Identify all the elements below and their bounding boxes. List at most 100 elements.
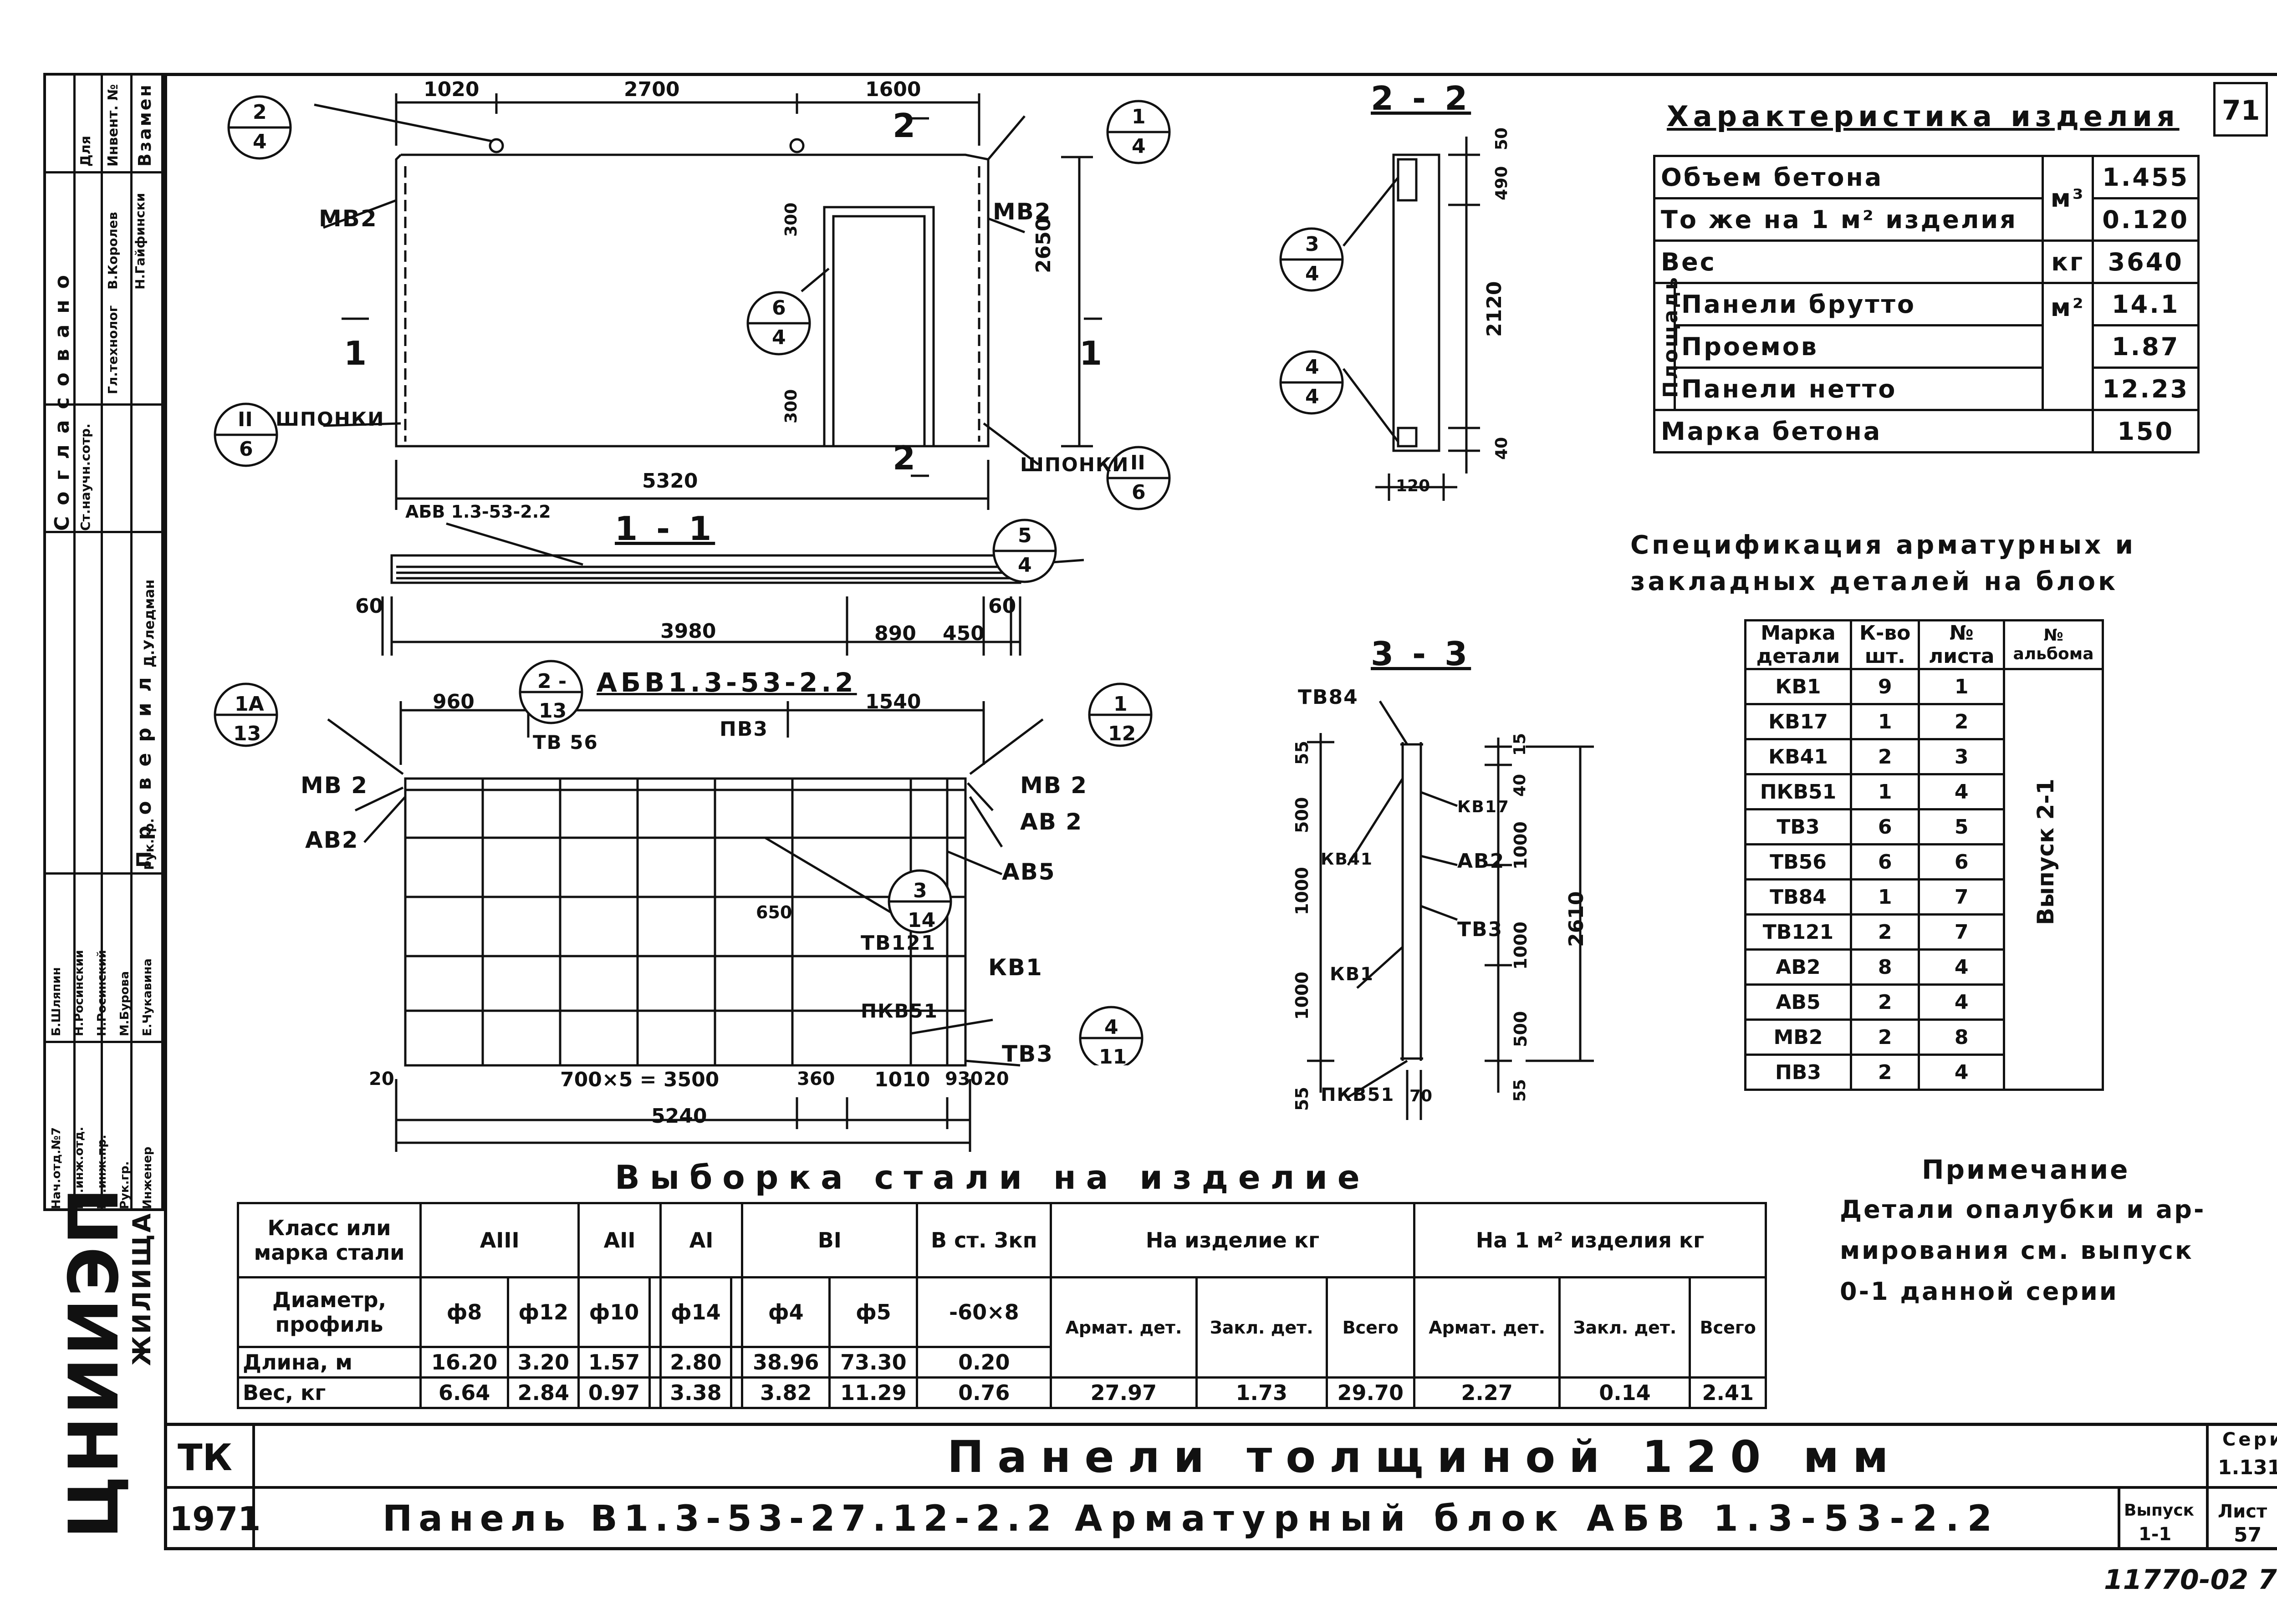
panel-elevation-drawing	[214, 93, 1102, 510]
steel-diam: ф10	[577, 1276, 651, 1348]
spec-cell: АВ2	[1744, 948, 1852, 986]
steel-class: АII	[577, 1202, 662, 1278]
steel-length	[730, 1346, 744, 1379]
title-block-block: Арматурный блок АБВ 1.3-53-2.2	[1075, 1498, 2001, 1539]
block-callout-1-bottom: 13	[233, 722, 261, 745]
spec-cell: 5	[1918, 808, 2005, 845]
spec-cell: МВ2	[1744, 1018, 1852, 1056]
spec-cell: 2	[1849, 1054, 1920, 1091]
steel-weight: 11.29	[828, 1376, 919, 1409]
char-unit: м³	[2041, 155, 2094, 242]
characteristics-row: Объем бетона м³ 1.455	[1653, 155, 2200, 242]
steel-length-row: Длина, м 16.20 3.20 1.57 2.80 38.96 73.3…	[237, 1346, 1766, 1379]
bottom-stamp: 11770-02 7	[2104, 1564, 2277, 1596]
section-3-3-drawing	[1307, 700, 1594, 1120]
specification-title-line2: закладных деталей на блок	[1630, 567, 2119, 596]
title-block-series-cell: Серия 1.131-1	[2209, 1426, 2277, 1489]
section-3-3-dim-left-1000-b: 1000	[1292, 972, 1312, 1020]
side-stamp-divider-1	[46, 171, 161, 173]
steel-per-item: На изделие кг	[1050, 1202, 1415, 1278]
section-3-3-dim-right-40: 40	[1511, 774, 1529, 797]
org-name-2: ЖИЛИЩА	[128, 1212, 156, 1366]
side-stamp-agreed-role-1: Ст.научн.сотр.	[78, 423, 93, 531]
section-1-1-block-label: АБВ 1.3-53-2.2	[405, 502, 551, 522]
side-stamp: Взамен Инвент. № Для Согласовано Ст.науч…	[43, 73, 164, 1211]
block-dim-360: 360	[797, 1069, 835, 1089]
block-callout-5-top: 4	[1104, 1016, 1118, 1039]
char-group-label: Площадь	[1659, 275, 1682, 398]
spec-cell: 6	[1849, 843, 1920, 881]
spec-cell: КВ17	[1744, 703, 1852, 740]
block-label-pkb51: ПКВ51	[861, 1000, 938, 1022]
block-dim-1010: 1010	[874, 1068, 930, 1091]
side-stamp-top-col-3: Для	[78, 136, 94, 167]
steel-class-header: Класс или марка стали	[237, 1202, 422, 1278]
block-callout-5-bottom: 11	[1099, 1045, 1127, 1069]
section-3-3-label-kb41: КВ41	[1321, 850, 1373, 869]
spec-header-text: шт.	[1864, 645, 1905, 668]
panel-callout-right	[1106, 100, 1171, 164]
spec-header-text: К-во	[1859, 621, 1911, 645]
spec-cell: 1	[1849, 703, 1920, 740]
spec-cell: ТВ56	[1744, 843, 1852, 881]
block-dim-1540: 1540	[865, 690, 921, 713]
steel-weight: 6.64	[419, 1376, 510, 1409]
note-line-2: мирования см. выпуск	[1840, 1236, 2194, 1265]
panel-callout-4-top: II	[238, 408, 253, 431]
steel-total: 2.41	[1689, 1376, 1767, 1409]
panel-dim-opening-bottom: 300	[782, 389, 801, 423]
steel-diam: ф5	[828, 1276, 919, 1348]
spec-cell: 1	[1918, 668, 2005, 705]
char-value: 1.87	[2092, 324, 2200, 369]
spec-cell: 2	[1849, 983, 1920, 1021]
steel-length: 3.20	[507, 1346, 580, 1379]
spec-cell: ТВ3	[1744, 808, 1852, 845]
characteristics-title: Характеристика изделия	[1667, 100, 2180, 133]
sheet-number-box: 71	[2213, 82, 2268, 137]
steel-weight: 3.38	[659, 1376, 732, 1409]
steel-total: 27.97	[1050, 1376, 1198, 1409]
panel-callout-2-top: 1	[1132, 105, 1146, 128]
char-name: Объем бетона	[1653, 155, 2044, 199]
characteristics-table: Объем бетона м³ 1.455 То же на 1 м² изде…	[1653, 155, 2200, 453]
section-3-3-label-kb17: КВ17	[1457, 798, 1510, 816]
section-2-2-dim-120: 120	[1396, 477, 1430, 495]
spec-album: Выпуск 2-1	[2032, 779, 2059, 925]
section-3-3-dim-right-55: 55	[1511, 1079, 1529, 1102]
block-title: АБВ1.3-53-2.2	[597, 667, 857, 698]
side-stamp-agreed-role-2: Гл.технолог	[105, 305, 120, 394]
section-2-2-callout-1-top: 3	[1305, 233, 1319, 256]
char-name: То же на 1 м² изделия	[1653, 197, 2044, 242]
spec-cell: КВ1	[1744, 668, 1852, 705]
block-label-pb3: ПВ3	[720, 718, 768, 741]
panel-cut-2-top: 2	[893, 107, 919, 145]
steel-length: 16.20	[419, 1346, 510, 1379]
steel-sub: Закл. дет.	[1195, 1276, 1328, 1379]
panel-dim-height: 2650	[1032, 217, 1055, 273]
spec-cell: 4	[1918, 773, 2005, 810]
char-value: 12.23	[2092, 367, 2200, 411]
steel-diam-row: Диаметр, профиль ф8 ф12 ф10 ф14 ф4 ф5 -6…	[237, 1276, 1767, 1379]
panel-cut-2-bottom: 2	[893, 439, 919, 477]
spec-header-text: альбома	[2013, 645, 2094, 663]
sheet-number: 71	[2222, 95, 2260, 127]
steel-class: АI	[659, 1202, 744, 1278]
side-stamp-name-1: Б.Шляпин	[50, 967, 63, 1036]
panel-keys-right: ШПОНКИ	[1020, 453, 1129, 476]
spec-album-cell: Выпуск 2-1	[2003, 668, 2104, 1091]
spec-cell: 8	[1918, 1018, 2005, 1056]
title-block-sheet-label: Лист	[2218, 1501, 2267, 1522]
side-stamp-name-2: Н.Росинский	[72, 950, 86, 1036]
title-block-main-title: Панели толщиной 120 мм	[947, 1431, 1902, 1482]
title-block-issue-cell: Выпуск 1-1	[2118, 1489, 2209, 1550]
steel-weight: 2.84	[507, 1376, 580, 1409]
side-stamp-name-4: М.Бурова	[118, 971, 132, 1036]
characteristics-row: Вес кг 3640	[1653, 239, 2200, 284]
section-1-1-dim-450: 450	[943, 622, 985, 645]
